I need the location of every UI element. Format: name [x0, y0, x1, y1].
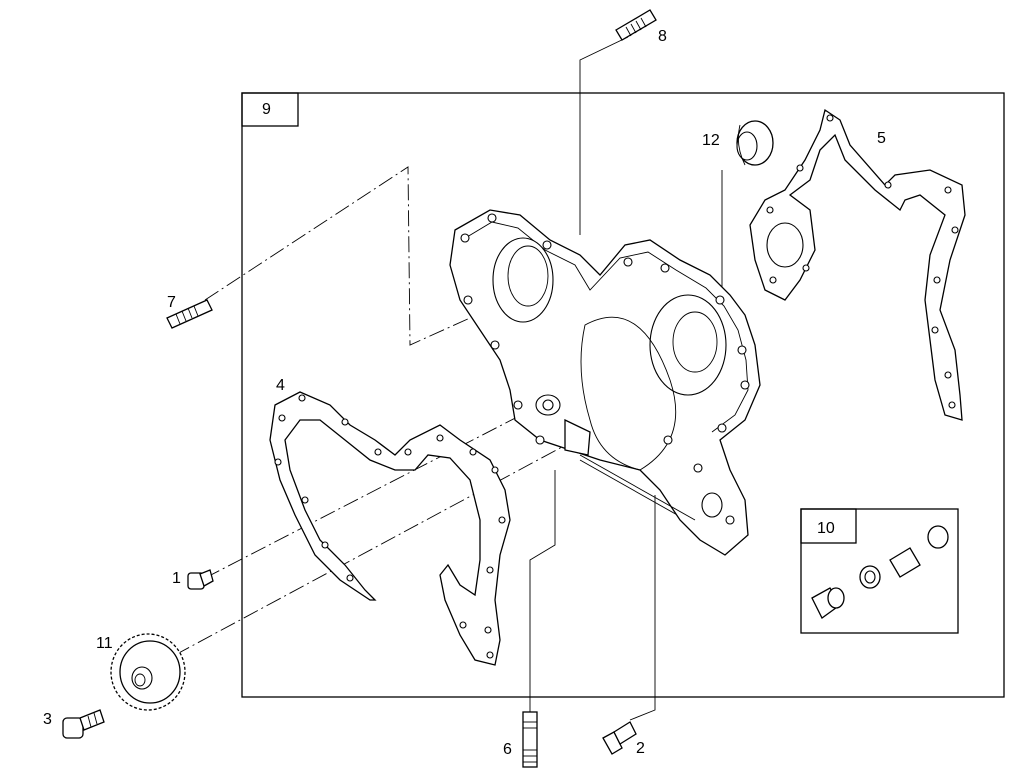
callout-labels: 1 2 3 4 5 6 7 8 9 10 11 12	[43, 28, 886, 758]
bolt-3	[62, 709, 105, 739]
kit-frame-10	[800, 508, 959, 634]
callout-1: 1	[172, 570, 181, 587]
seal-ring-12	[736, 120, 774, 166]
gasket-4	[269, 391, 511, 666]
stud-6	[522, 711, 538, 768]
callout-7: 7	[167, 294, 176, 311]
timing-cover-housing	[449, 209, 761, 556]
callout-4: 4	[276, 377, 285, 394]
callout-10: 10	[817, 520, 835, 537]
callout-12: 12	[702, 132, 720, 149]
stud-8	[615, 9, 657, 41]
kit-10-components	[811, 525, 949, 619]
callout-8: 8	[658, 28, 667, 45]
callout-6: 6	[503, 741, 512, 758]
assembly-frame-9	[241, 92, 1005, 698]
bolt-1	[187, 569, 214, 590]
callout-5: 5	[877, 130, 886, 147]
callout-3: 3	[43, 711, 52, 728]
callout-2: 2	[636, 740, 645, 757]
gasket-5	[749, 108, 966, 421]
callout-11: 11	[96, 635, 113, 652]
bolt-2	[602, 721, 637, 755]
stud-7	[166, 299, 213, 329]
leader-lines	[174, 36, 723, 721]
callout-9: 9	[262, 101, 271, 118]
gear-11	[110, 633, 186, 711]
